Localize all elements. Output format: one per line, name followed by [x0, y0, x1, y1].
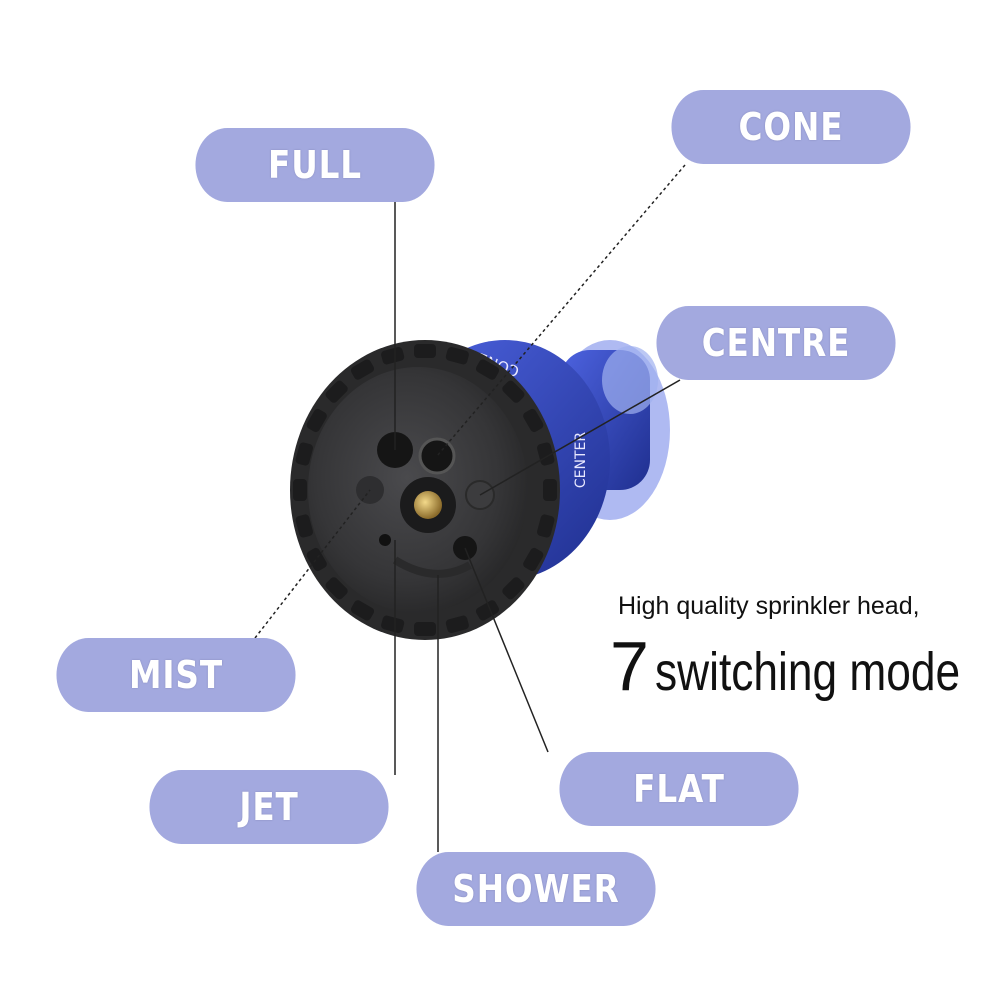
grip-ridge [350, 600, 375, 621]
brass-center [414, 491, 442, 519]
grip-ridge [523, 547, 544, 572]
caption-tagline: High quality sprinkler head, [618, 592, 920, 620]
label-jet: JET [149, 770, 389, 844]
grip-ridge [543, 479, 557, 501]
flat-callout-line [464, 547, 549, 753]
caption-mode-count: 7 [610, 627, 649, 705]
grip-ridge [523, 408, 544, 433]
grip-ridge [306, 408, 327, 433]
grip-ridge [414, 344, 436, 358]
grip-ridge [350, 359, 375, 380]
callout-lines [254, 164, 686, 852]
label-centre: CENTRE [656, 306, 896, 380]
grip-ridge [537, 514, 555, 538]
grip-ridge [381, 615, 405, 633]
grip-ridge [475, 359, 500, 380]
grip-ridge [445, 347, 469, 365]
caption-mode-text: switching mode [654, 642, 961, 702]
grip-ridge [306, 547, 327, 572]
centre-callout-line [479, 379, 681, 496]
grip-ridge [325, 577, 348, 600]
grip-ridge [502, 380, 525, 403]
label-flat: FLAT [559, 752, 799, 826]
label-shower: SHOWER [416, 852, 656, 926]
cone-callout-line [436, 164, 686, 457]
mist-callout-line [254, 489, 371, 639]
grip-ridge [293, 479, 307, 501]
grip-ridge [295, 514, 313, 538]
grip-ridge [381, 347, 405, 365]
grip-ridge [414, 622, 436, 636]
nozzle-print-center: CENTER [573, 432, 589, 488]
grip-ridge [502, 577, 525, 600]
grip-ridge [445, 615, 469, 633]
label-full: FULL [195, 128, 435, 202]
cone-outlet [418, 437, 456, 475]
grip-ridge [325, 380, 348, 403]
label-mist: MIST [56, 638, 296, 712]
jet-outlet [379, 534, 391, 546]
grip-ridge [295, 442, 313, 466]
grip-ridge [475, 600, 500, 621]
label-cone: CONE [671, 90, 911, 164]
